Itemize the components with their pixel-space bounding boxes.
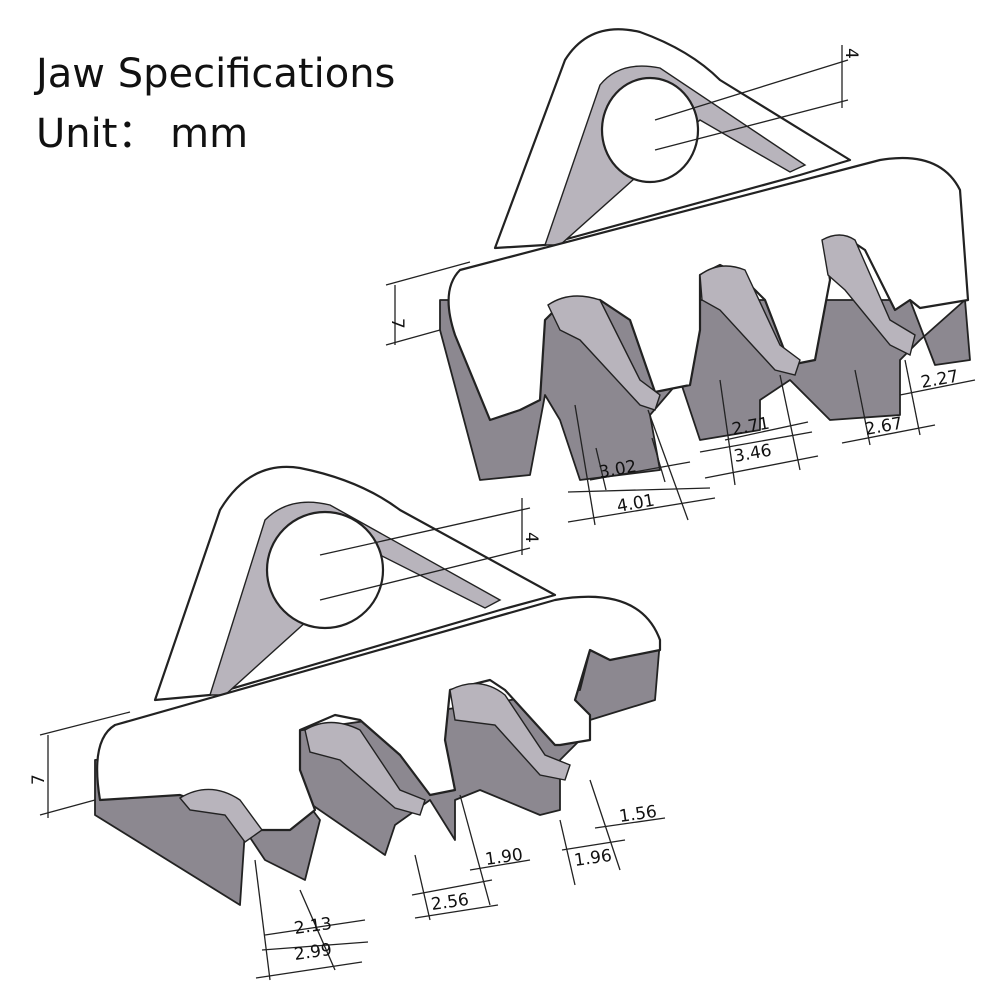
upper-jaw-hole <box>600 76 700 184</box>
lower-jaw-groove-2 <box>304 721 426 816</box>
lower-jaw-dim-5: 1.96 <box>573 846 613 871</box>
upper-jaw-hole-thickness-label: 4 <box>841 48 861 59</box>
lower-jaw: 7 4 2.13 2.99 2.56 1.90 1.96 1.56 <box>29 465 666 981</box>
title-unit: Unit： mm <box>36 111 249 157</box>
upper-jaw-height-label: 7 <box>387 318 407 329</box>
lower-jaw-height-label: 7 <box>29 774 49 785</box>
upper-jaw-dim-6: 2.27 <box>919 367 960 393</box>
lower-jaw-dim-2: 2.99 <box>293 940 333 965</box>
lower-jaw-groove-1 <box>178 788 263 843</box>
upper-jaw-groove-2 <box>699 265 801 376</box>
lower-jaw-groove-3 <box>449 682 571 781</box>
lower-jaw-hole-thickness-label: 4 <box>521 532 541 543</box>
upper-jaw: 7 4 3.02 4.01 2.71 3.46 2.67 2.27 <box>385 28 976 526</box>
lower-jaw-dim-1: 2.13 <box>293 914 333 939</box>
upper-jaw-body-side <box>439 299 971 481</box>
lower-jaw-dim-3: 2.56 <box>430 890 470 915</box>
title-jaw-specifications: Jaw Specifications <box>36 51 396 97</box>
upper-jaw-groove-3 <box>821 234 916 357</box>
lower-jaw-hole <box>265 510 385 630</box>
upper-jaw-groove-1 <box>547 295 661 411</box>
lower-jaw-dim-4: 1.90 <box>484 845 524 870</box>
lower-jaw-dim-6: 1.56 <box>618 802 658 827</box>
